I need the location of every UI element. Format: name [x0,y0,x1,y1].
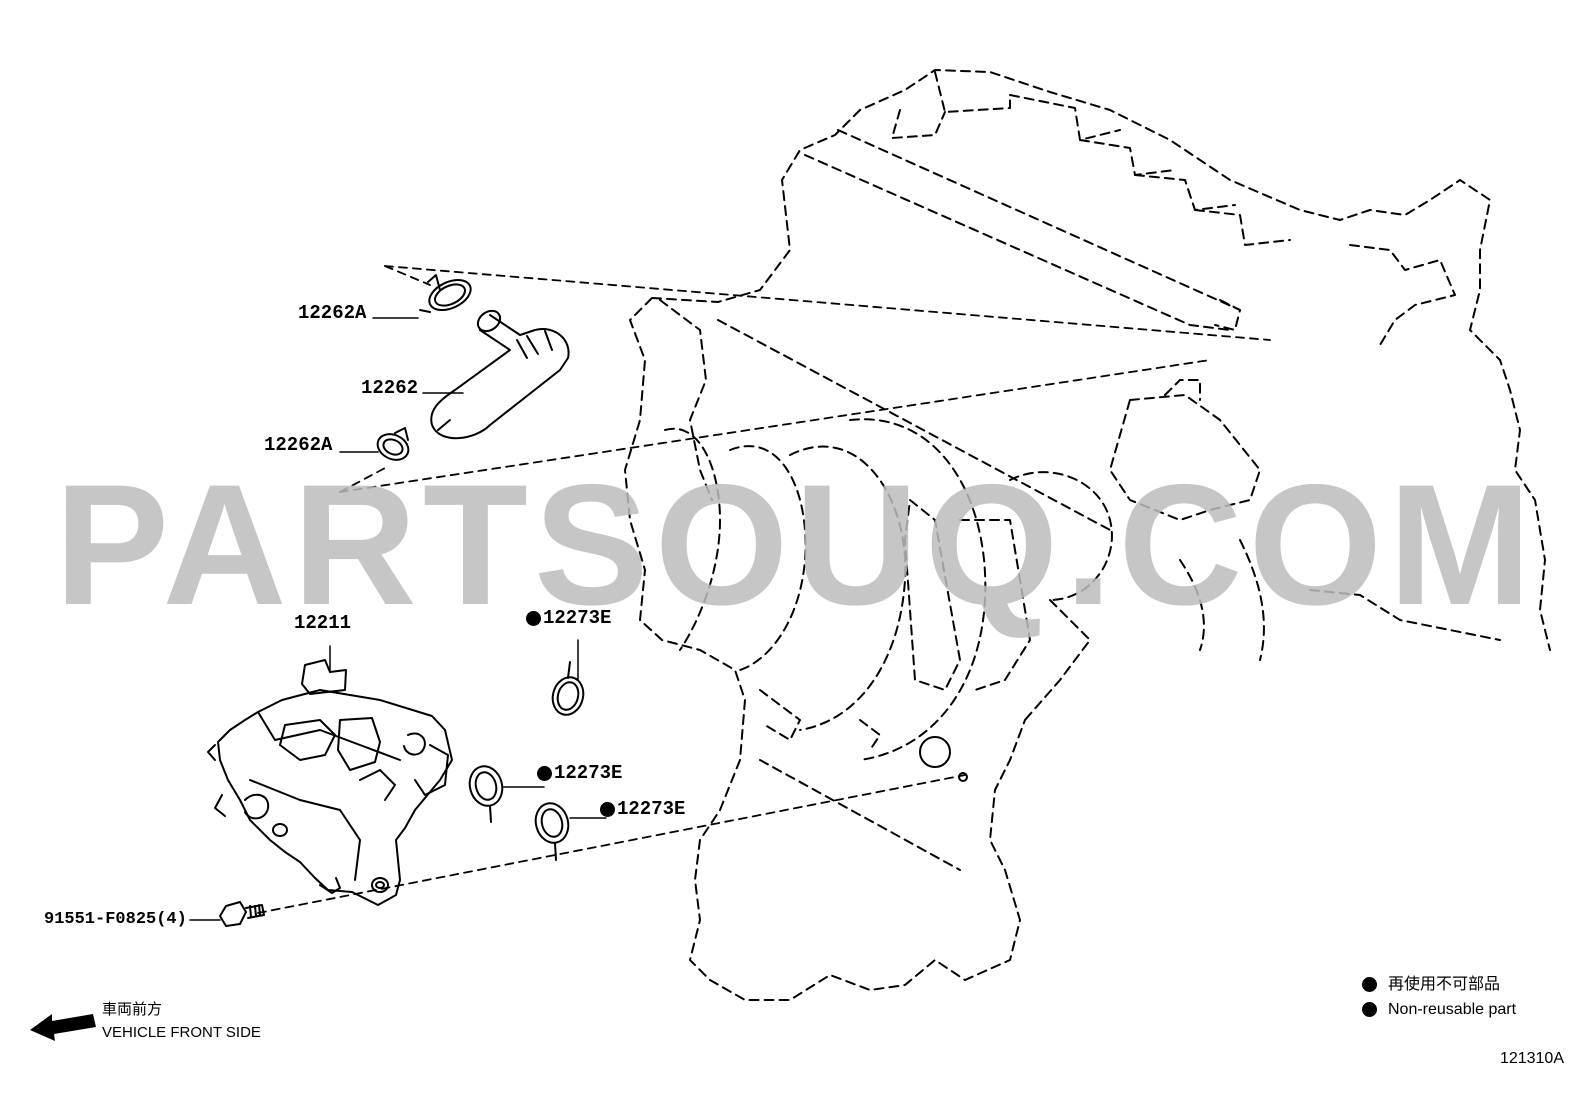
hose-clamp-upper-shape [419,274,472,313]
part-number: 12273E [543,607,612,629]
part-number: 12211 [294,612,352,634]
non-reusable-marker-icon [1362,1002,1377,1017]
oil-separator-shape [207,659,453,906]
callout-hose-clamp-upper[interactable]: 12262A [298,302,366,324]
vehicle-front-japanese: 車両前方 [102,1001,163,1018]
callout-gasket-3[interactable]: 12273E [600,798,685,820]
legend-japanese: 再使用不可部品 [1388,976,1501,993]
engine-mount-port [919,736,968,782]
legend-row-japanese: 再使用不可部品 [1362,972,1516,997]
callout-hose-clamp-lower[interactable]: 12262A [264,434,332,456]
part-number: 12273E [554,762,623,784]
part-number: 12262A [298,302,367,324]
non-reusable-marker-icon [526,610,541,626]
gasket-1-shape [551,661,585,716]
callout-oil-separator[interactable]: 12211 [294,612,351,634]
callout-bolt[interactable]: 91551-F0825(4) [44,909,187,931]
callout-gasket-1[interactable]: 12273E [526,607,611,629]
legend-row-english: Non-reusable part [1362,997,1516,1022]
gasket-3-shape [534,802,570,861]
callout-ventilation-hose[interactable]: 12262 [361,377,418,399]
callout-leaders [189,317,607,921]
illustration-code: 121310A [1499,1050,1564,1067]
non-reusable-marker-icon [1362,977,1377,992]
ventilation-hose-shape [430,309,570,440]
vehicle-front-arrow-icon [30,1014,96,1041]
part-number: 12273E [617,798,686,820]
reference-lines [257,265,1271,914]
part-number: 91551-F0825(4) [44,910,187,929]
bolt-shape [219,901,265,927]
vehicle-front-text: 車両前方 VEHICLE FRONT SIDE [102,998,261,1044]
part-number: 12262 [361,377,419,399]
vehicle-front-english: VEHICLE FRONT SIDE [102,1024,261,1041]
legend: 再使用不可部品 Non-reusable part [1362,972,1516,1022]
engine-outline [624,69,1551,1001]
gasket-2-shape [468,765,504,823]
non-reusable-marker-icon [600,801,615,817]
part-number: 12262A [264,434,333,456]
non-reusable-marker-icon [537,765,552,781]
callout-gasket-2[interactable]: 12273E [537,762,622,784]
hose-clamp-lower-shape [376,427,410,461]
legend-english: Non-reusable part [1388,1001,1517,1018]
